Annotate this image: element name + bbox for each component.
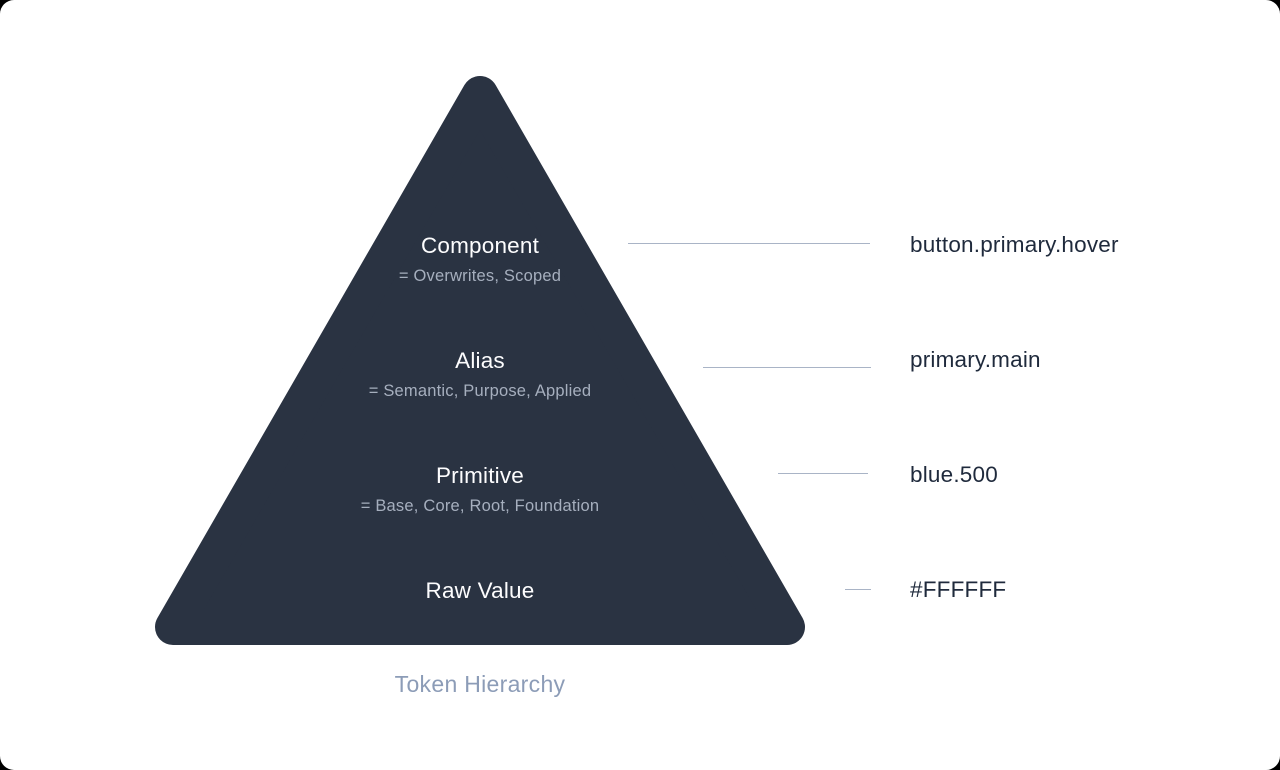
connector-line-alias: [703, 367, 871, 368]
pyramid-triangle: [155, 76, 805, 645]
connector-line-primitive: [778, 473, 868, 474]
token-example-raw-value: #FFFFFF: [910, 577, 1007, 602]
diagram-caption: Token Hierarchy: [394, 671, 566, 697]
token-example-primitive: blue.500: [910, 462, 998, 487]
token-example-component: button.primary.hover: [910, 232, 1119, 257]
connector-line-raw-value: [845, 589, 871, 590]
connector-line-component: [628, 243, 870, 244]
token-example-alias: primary.main: [910, 347, 1041, 372]
